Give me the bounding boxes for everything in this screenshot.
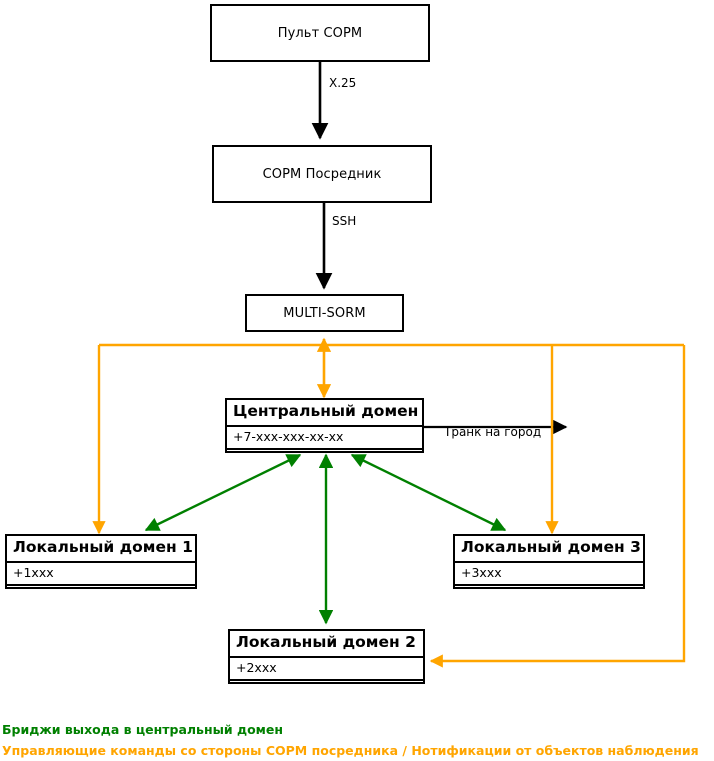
edge-label-trunk: Транк на город — [444, 425, 542, 439]
local-domain-2-empty-compartment — [230, 681, 423, 682]
local-domain-1-number: +1xxx — [7, 563, 195, 587]
local-domain-3-title: Локальный домен 3 — [455, 536, 643, 563]
central-domain-empty-compartment — [227, 450, 422, 451]
node-central-domain[interactable]: Центральный домен +7-xxx-xxx-xx-xx — [225, 398, 424, 453]
legend-bridges: Бриджи выхода в центральный домен — [2, 722, 284, 737]
node-multisorm[interactable]: MULTI-SORM — [245, 294, 404, 332]
local-domain-3-number: +3xxx — [455, 563, 643, 587]
node-console-label: Пульт СОРМ — [277, 25, 363, 41]
local-domain-2-number: +2xxx — [230, 658, 423, 682]
node-mediator-label: СОРМ Посредник — [262, 166, 382, 182]
local-domain-1-empty-compartment — [7, 586, 195, 587]
legend-control: Управляющие команды со стороны СОРМ поср… — [2, 743, 699, 758]
edge-orange-to-local-2 — [429, 345, 686, 668]
node-local-domain-3[interactable]: Локальный домен 3 +3xxx — [453, 534, 645, 589]
node-console[interactable]: Пульт СОРМ — [210, 4, 430, 62]
edge-label-ssh: SSH — [332, 214, 357, 228]
central-domain-number: +7-xxx-xxx-xx-xx — [227, 427, 422, 451]
local-domain-3-empty-compartment — [455, 586, 643, 587]
edge-bridge-local3-central — [350, 453, 507, 532]
local-domain-1-title: Локальный домен 1 — [7, 536, 195, 563]
node-local-domain-2[interactable]: Локальный домен 2 +2xxx — [228, 629, 425, 684]
node-multisorm-label: MULTI-SORM — [283, 305, 366, 321]
edge-label-x25: X.25 — [329, 76, 357, 90]
local-domain-2-title: Локальный домен 2 — [230, 631, 423, 658]
central-domain-title: Центральный домен — [227, 400, 422, 427]
node-local-domain-1[interactable]: Локальный домен 1 +1xxx — [5, 534, 197, 589]
node-mediator[interactable]: СОРМ Посредник — [212, 145, 432, 203]
edge-bridge-local1-central — [144, 453, 302, 532]
